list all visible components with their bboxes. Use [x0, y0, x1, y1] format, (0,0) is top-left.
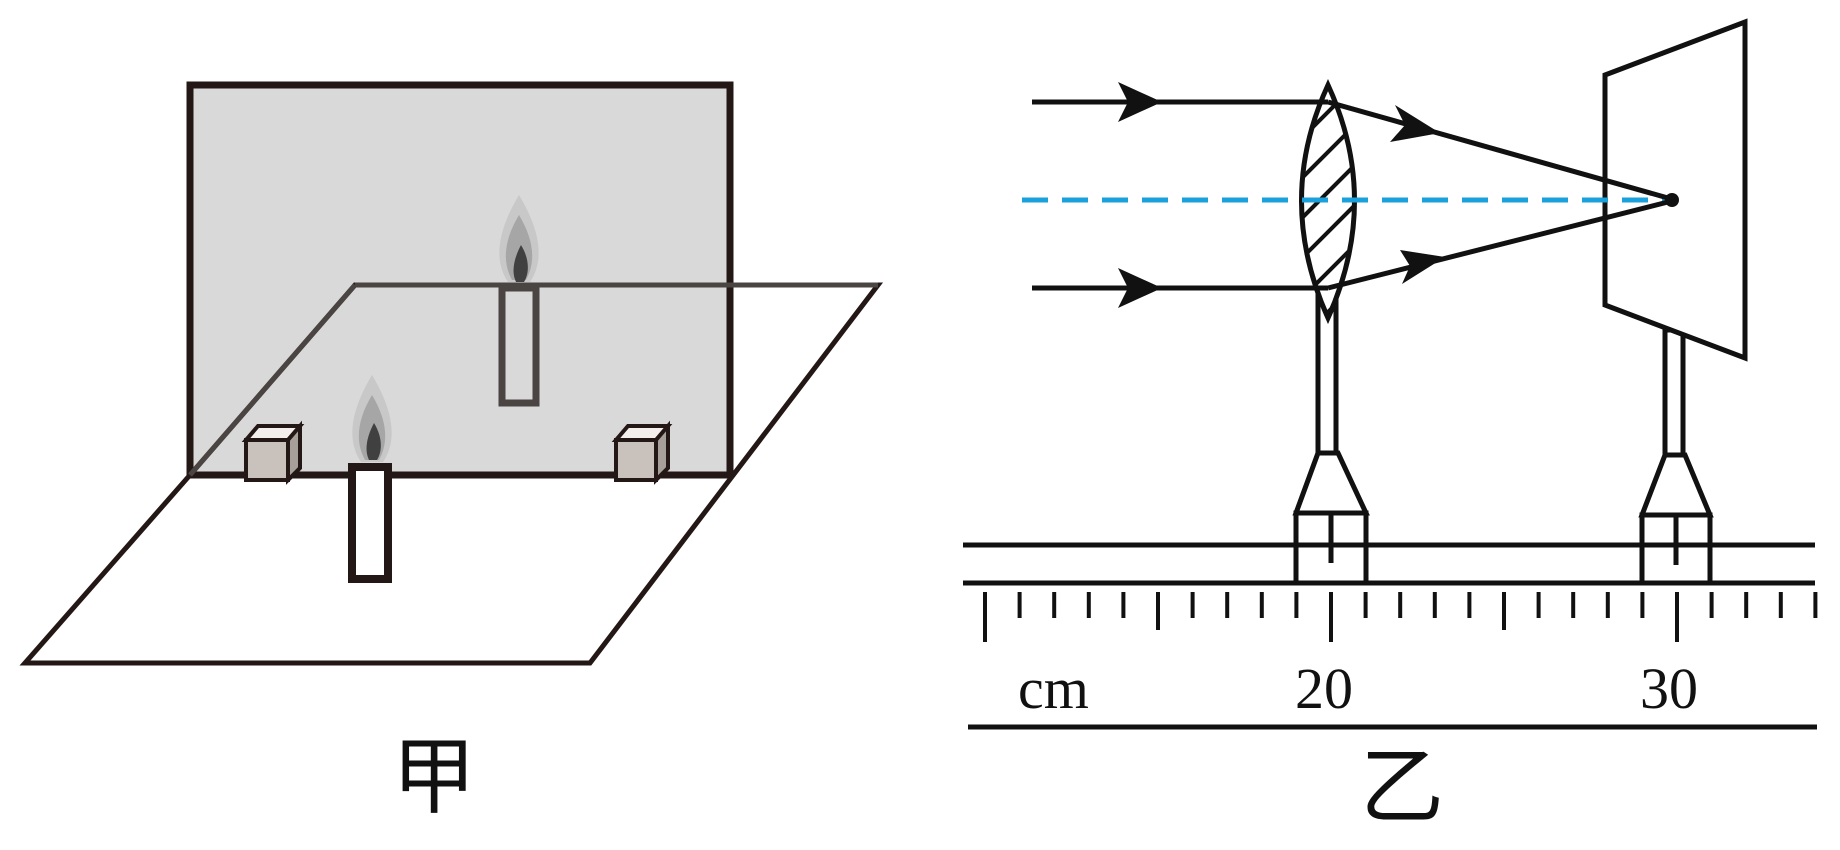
glass-plate [186, 81, 734, 479]
image-candle [498, 284, 540, 407]
support-block-left [241, 420, 305, 485]
real-candle-flame-icon [352, 375, 392, 462]
screen-holder [1638, 327, 1714, 586]
scale-tick-label-20: 20 [1295, 656, 1353, 721]
focal-point [1665, 193, 1679, 207]
ruler-ticks [983, 592, 1818, 642]
image-candle-flame-icon [499, 195, 539, 282]
panel-a-caption: 甲 [392, 728, 477, 826]
lens-holder [1292, 287, 1370, 586]
support-block-right [611, 420, 673, 485]
panel-b-caption: 乙 [1360, 738, 1445, 836]
ray-arrow-icons [1118, 82, 1445, 308]
panel-b-lens-setup: cm 20 30 [963, 18, 1818, 730]
sheet-edge-behind-glass [188, 283, 357, 477]
real-candle [348, 463, 392, 583]
light-screen [1602, 18, 1748, 362]
panel-a-plane-mirror [19, 81, 884, 666]
scale-unit-label: cm [1018, 656, 1089, 721]
scale-tick-label-30: 30 [1640, 656, 1698, 721]
light-rays [1032, 99, 1669, 291]
